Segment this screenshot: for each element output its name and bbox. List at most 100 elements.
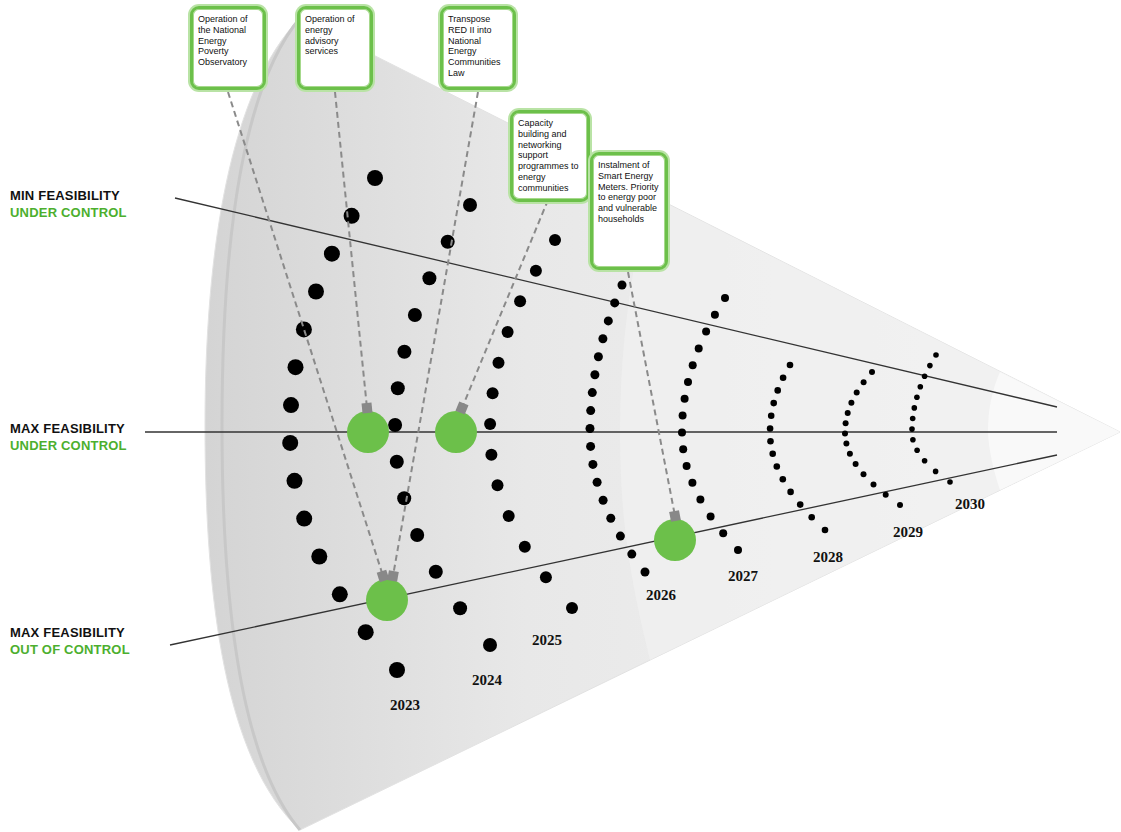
year-dot xyxy=(588,460,597,469)
year-dot xyxy=(910,437,916,443)
year-dot xyxy=(721,294,729,302)
year-dot xyxy=(296,511,312,527)
callout-box: Transpose RED II into National Energy Co… xyxy=(440,6,516,90)
year-dot xyxy=(681,395,689,403)
year-dot xyxy=(897,502,903,508)
cone-tip xyxy=(988,372,1120,490)
feasibility-label: MIN FEASIBILITY xyxy=(10,188,120,203)
year-dot xyxy=(769,451,776,458)
year-dot xyxy=(719,529,727,537)
year-dot xyxy=(588,388,597,397)
year-dot xyxy=(453,601,467,615)
year-dot xyxy=(502,326,514,338)
year-dot xyxy=(627,550,636,559)
out-of-control-line xyxy=(170,455,1057,645)
year-dot xyxy=(593,478,602,487)
year-dot xyxy=(869,369,875,375)
year-dot xyxy=(711,311,719,319)
leader-line xyxy=(628,272,675,516)
year-dot xyxy=(679,445,687,453)
year-dot xyxy=(604,316,613,325)
green-marker xyxy=(435,411,477,453)
year-label: 2026 xyxy=(646,587,676,604)
year-dot xyxy=(283,397,299,413)
year-dot xyxy=(933,469,939,475)
year-dot xyxy=(590,370,599,379)
feasibility-label: UNDER CONTROL xyxy=(10,438,127,453)
year-dot xyxy=(822,527,829,534)
year-dot xyxy=(540,571,552,583)
year-dot xyxy=(910,416,916,422)
year-dot xyxy=(689,361,697,369)
year-dot xyxy=(768,413,775,420)
year-dot xyxy=(922,373,928,379)
callout-box: Instalment of Smart Energy Meters. Prior… xyxy=(590,152,668,270)
year-dot xyxy=(696,496,704,504)
leader-line xyxy=(228,92,383,576)
year-dot xyxy=(610,298,619,307)
year-dot xyxy=(933,352,939,358)
year-dot xyxy=(485,449,497,461)
year-dot xyxy=(391,381,405,395)
year-dot xyxy=(487,387,499,399)
year-dot xyxy=(288,359,304,375)
year-dot xyxy=(918,384,924,390)
year-dot xyxy=(845,410,851,416)
year-dot xyxy=(390,455,404,469)
year-dot xyxy=(843,441,849,447)
year-dot xyxy=(774,387,781,394)
green-marker xyxy=(366,579,408,621)
year-dot xyxy=(770,400,777,407)
year-label: 2023 xyxy=(390,697,420,714)
green-marker xyxy=(347,411,389,453)
year-dot xyxy=(530,265,542,277)
year-label: 2027 xyxy=(728,568,758,585)
year-dot xyxy=(780,374,787,381)
callout-text: Operation of the National Energy Poverty… xyxy=(198,14,258,68)
year-dot xyxy=(586,442,595,451)
year-dot xyxy=(519,541,531,553)
year-dot xyxy=(914,395,920,401)
year-label: 2029 xyxy=(893,524,923,541)
year-dot xyxy=(914,448,920,454)
year-dot xyxy=(774,463,781,470)
inner-cone xyxy=(620,195,1120,660)
callout-text: Instalment of Smart Energy Meters. Prior… xyxy=(598,160,660,225)
year-dot xyxy=(397,345,411,359)
year-dot xyxy=(484,418,496,430)
year-dot xyxy=(947,479,953,485)
callout-box: Capacity building and networking support… xyxy=(510,110,590,202)
year-dot xyxy=(787,362,794,369)
year-dot xyxy=(848,400,854,406)
year-dot xyxy=(308,284,324,300)
year-dot xyxy=(296,321,312,337)
year-dot xyxy=(787,489,794,496)
year-dot xyxy=(429,565,443,579)
year-dot xyxy=(493,357,505,369)
year-dot xyxy=(344,208,360,224)
green-marker xyxy=(654,519,696,561)
green-markers xyxy=(347,411,696,621)
year-dot xyxy=(847,451,853,457)
year-dot xyxy=(842,430,848,436)
year-dot xyxy=(883,492,889,498)
callout-box: Operation of the National Energy Poverty… xyxy=(190,6,266,90)
year-dot xyxy=(367,170,383,186)
leader-line xyxy=(393,92,478,576)
callout-text: Capacity building and networking support… xyxy=(518,118,582,194)
year-dot xyxy=(922,458,928,464)
year-dot xyxy=(797,501,804,508)
year-dot xyxy=(599,496,608,505)
year-dot xyxy=(410,528,424,542)
year-label: 2024 xyxy=(472,672,502,689)
year-label: 2025 xyxy=(532,632,562,649)
year-dot xyxy=(909,426,915,432)
year-dot xyxy=(808,514,815,521)
year-dot xyxy=(332,586,348,602)
year-dot xyxy=(566,602,578,614)
max-feasibility-line xyxy=(145,431,1057,432)
year-dot xyxy=(861,379,867,385)
year-label: 2028 xyxy=(813,549,843,566)
year-dot xyxy=(388,418,402,432)
